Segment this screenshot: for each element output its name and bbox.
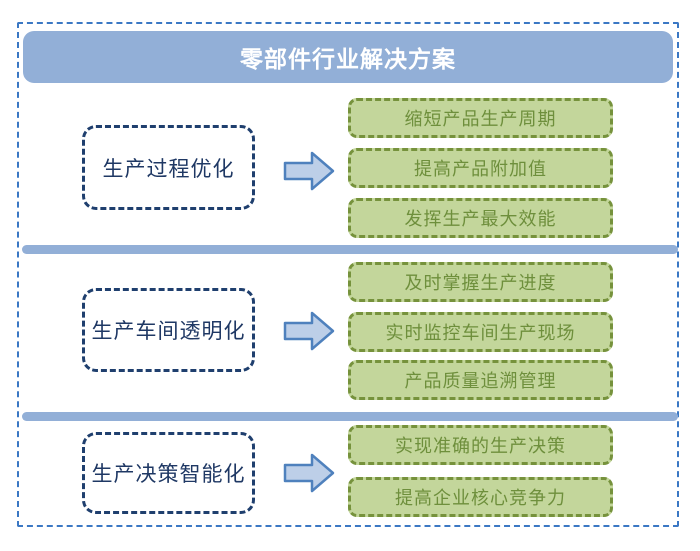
diagram-outer-border: [17, 22, 679, 527]
right-arrow-icon: [283, 311, 335, 351]
category-label: 生产决策智能化: [91, 463, 246, 486]
solution-item: 及时掌握生产进度: [348, 262, 613, 302]
category-box-production-process: 生产过程优化: [82, 125, 255, 210]
solution-item-label: 提高产品附加值: [414, 159, 547, 179]
section-divider: [22, 245, 678, 254]
solution-item-label: 及时掌握生产进度: [404, 273, 557, 293]
solution-item-label: 提高企业核心竞争力: [395, 488, 566, 508]
section-intelligent-decision: 生产决策智能化 实现准确的生产决策 提高企业核心竞争力: [0, 425, 700, 518]
right-arrow-icon: [283, 151, 335, 191]
solution-item-label: 缩短产品生产周期: [404, 109, 557, 129]
section-production-process-optimization: 生产过程优化 缩短产品生产周期 提高产品附加值 发挥生产最大效能: [0, 98, 700, 238]
section-workshop-transparency: 生产车间透明化 及时掌握生产进度 实时监控车间生产现场 产品质量追溯管理: [0, 262, 700, 402]
solution-item: 缩短产品生产周期: [348, 98, 613, 138]
category-box-workshop-transparency: 生产车间透明化: [82, 288, 255, 372]
solution-item: 提高企业核心竞争力: [348, 477, 613, 517]
category-box-intelligent-decision: 生产决策智能化: [82, 432, 255, 514]
solution-item-label: 发挥生产最大效能: [404, 209, 557, 229]
section-divider: [22, 412, 678, 421]
solution-item: 实现准确的生产决策: [348, 425, 613, 465]
solution-item-label: 实时监控车间生产现场: [385, 323, 576, 343]
solution-item: 发挥生产最大效能: [348, 198, 613, 238]
category-label: 生产车间透明化: [91, 320, 246, 343]
solution-item: 实时监控车间生产现场: [348, 312, 613, 352]
category-label: 生产过程优化: [102, 157, 235, 181]
solution-item: 提高产品附加值: [348, 148, 613, 188]
diagram-title: 零部件行业解决方案: [240, 46, 456, 72]
solution-item-label: 产品质量追溯管理: [404, 371, 557, 391]
solution-item: 产品质量追溯管理: [348, 360, 613, 400]
right-arrow-icon: [283, 453, 335, 493]
diagram-title-bar: 零部件行业解决方案: [23, 31, 673, 83]
solution-item-label: 实现准确的生产决策: [395, 436, 566, 456]
